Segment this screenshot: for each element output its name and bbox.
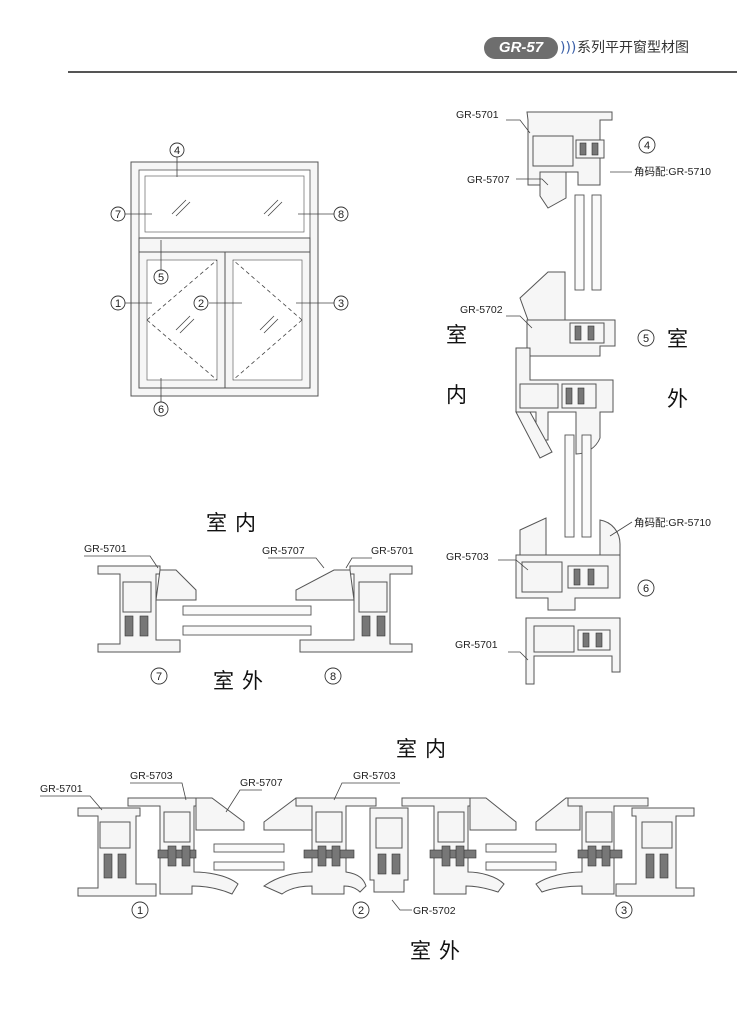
svg-text:8: 8 <box>330 671 336 683</box>
marker-2-section: 2 <box>352 901 370 919</box>
side-sections: 室内 GR-5701 GR-5707 GR-5701 7 8 室外 <box>84 511 414 693</box>
indoor-char-1: 室 <box>446 323 467 347</box>
svg-text:8: 8 <box>338 209 344 221</box>
svg-text:4: 4 <box>644 140 650 152</box>
marker-8: 8 <box>333 206 349 222</box>
label-gr5703-right: GR-5703 <box>353 770 396 782</box>
marker-5: 5 <box>153 269 169 285</box>
elevation-markers: 4 7 8 5 1 2 3 6 <box>110 142 349 417</box>
svg-text:5: 5 <box>643 333 649 345</box>
label-gr5707: GR-5707 <box>467 174 510 186</box>
label-corner-top: 角码配:GR-5710 <box>634 166 711 178</box>
marker-4: 4 <box>169 142 185 158</box>
bottom-indoor-label: 室内 <box>396 737 454 761</box>
marker-3: 3 <box>333 295 349 311</box>
marker-5-section: 5 <box>637 329 655 347</box>
svg-text:5: 5 <box>158 272 164 284</box>
page-header: GR-57 ))) 系列平开窗型材图 <box>0 0 737 76</box>
svg-text:3: 3 <box>621 905 627 917</box>
bottom-outdoor-label: 室外 <box>410 939 468 963</box>
marker-6: 6 <box>153 401 169 417</box>
label-gr5707-bottom: GR-5707 <box>240 777 283 789</box>
label-gr5701-left: GR-5701 <box>84 543 127 555</box>
svg-text:3: 3 <box>338 298 344 310</box>
vertical-section <box>498 111 633 685</box>
side-indoor-label: 室内 <box>206 511 264 535</box>
svg-text:7: 7 <box>156 671 162 683</box>
indoor-char-2: 内 <box>446 383 467 407</box>
label-corner-bottom: 角码配:GR-5710 <box>634 517 711 529</box>
label-gr5701-right: GR-5701 <box>371 545 414 557</box>
outdoor-char-1: 室 <box>667 327 688 351</box>
marker-7: 7 <box>110 206 126 222</box>
label-gr5701-bottom: GR-5701 <box>455 639 498 651</box>
label-gr5702-bottom: GR-5702 <box>413 905 456 917</box>
window-elevation <box>125 157 334 402</box>
outdoor-char-2: 外 <box>667 387 688 411</box>
marker-8-section: 8 <box>324 667 342 685</box>
svg-text:1: 1 <box>115 298 121 310</box>
header-divider <box>68 71 737 73</box>
svg-text:6: 6 <box>158 404 164 416</box>
svg-text:6: 6 <box>643 583 649 595</box>
label-gr5703-left: GR-5703 <box>130 770 173 782</box>
vertical-section-labels: GR-5701 GR-5707 GR-5702 GR-5703 GR-5701 … <box>446 109 711 651</box>
marker-3-section: 3 <box>615 901 633 919</box>
svg-text:2: 2 <box>358 905 364 917</box>
marker-7-section: 7 <box>150 667 168 685</box>
marker-4-section: 4 <box>638 136 656 154</box>
svg-text:2: 2 <box>198 298 204 310</box>
label-gr5701-bottom-section: GR-5701 <box>40 783 83 795</box>
svg-text:4: 4 <box>174 145 180 157</box>
label-gr5707-side: GR-5707 <box>262 545 305 557</box>
side-outdoor-label: 室外 <box>213 669 271 693</box>
page-title: 系列平开窗型材图 <box>577 40 689 56</box>
chevron-icon: ))) <box>560 40 577 56</box>
label-gr5703: GR-5703 <box>446 551 489 563</box>
label-gr5702: GR-5702 <box>460 304 503 316</box>
marker-6-section: 6 <box>637 579 655 597</box>
horizontal-section: 室内 <box>40 737 695 963</box>
series-badge: GR-57 <box>484 37 558 59</box>
svg-text:7: 7 <box>115 209 121 221</box>
marker-1: 1 <box>110 295 126 311</box>
svg-text:1: 1 <box>137 905 143 917</box>
marker-1-section: 1 <box>131 901 149 919</box>
marker-2: 2 <box>193 295 209 311</box>
label-gr5701-top: GR-5701 <box>456 109 499 121</box>
